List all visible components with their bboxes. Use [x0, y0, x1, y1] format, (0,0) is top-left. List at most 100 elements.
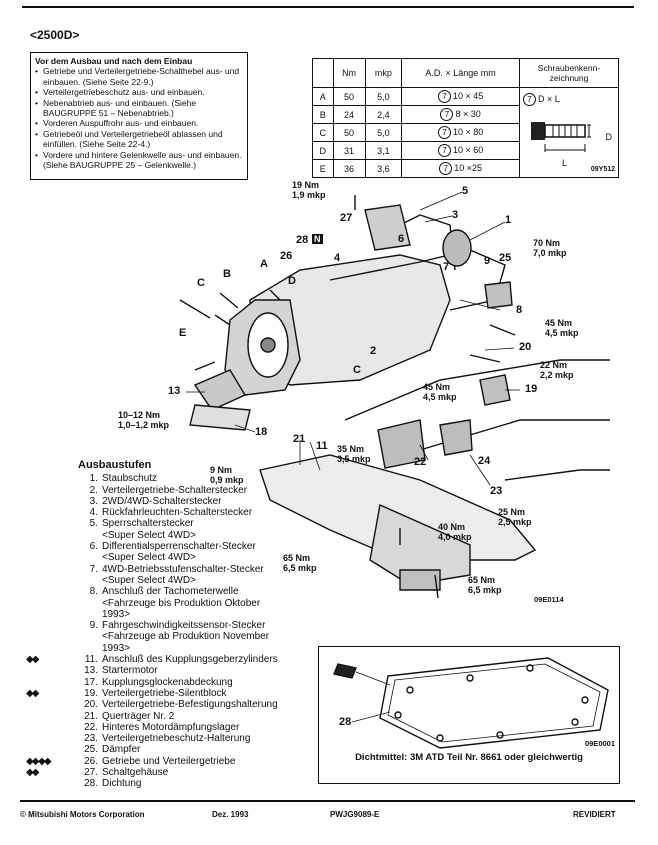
step-text: Differentialsperrenschalter-Stecker: [102, 541, 256, 553]
step-item: 17.Kupplungsglockenabdeckung: [78, 677, 318, 688]
part-number: 3: [452, 209, 459, 221]
part-label: A: [260, 258, 268, 270]
figure-code: 09E0114: [534, 595, 564, 604]
size-value: 10 × 60: [452, 145, 484, 155]
step-item: 3. 2WD/4WD-Schalterstecker: [78, 496, 318, 507]
torque-callout: 22 Nm 2,2 mkp: [540, 360, 574, 380]
step-item: ◆◆19.Verteilergetriebe-Silentblock: [26, 687, 318, 699]
part-number: 13: [168, 385, 181, 397]
step-text: Dichtung: [102, 778, 142, 790]
torque-callout: 65 Nm 6,5 mkp: [468, 575, 502, 595]
table-header-row: Nm mkp A.D. × Länge mm Schraubenkenn-zei…: [312, 58, 619, 88]
part-label: D: [288, 275, 296, 287]
step-text: <Super Select 4WD>: [102, 552, 196, 564]
step-number: 19.: [84, 687, 98, 699]
part-number: 21: [293, 433, 306, 445]
section-heading: <2500D>: [30, 28, 80, 42]
step-text: Verteilergetriebeschutz-Halterung: [102, 733, 251, 745]
step-item: ◆◆ 11. Anschluß des Kupplungsgeberzylinder…: [26, 654, 318, 666]
step-number: [78, 643, 98, 654]
bolt-diagram-icon: [531, 122, 591, 152]
part-number: 20: [519, 341, 532, 353]
step-item: 4. Rückfahrleuchten-Schalterstecker: [78, 507, 318, 518]
part-label: C: [353, 364, 361, 376]
part-number: 7: [443, 261, 450, 273]
step-number: 4.: [89, 507, 98, 519]
step-item: 6.Differentialsperrenschalter-Stecker: [78, 541, 318, 552]
step-number: 28.: [84, 778, 98, 790]
nm-value: 36: [332, 159, 366, 178]
notes-title: Vor dem Ausbau und nach dem Einbau: [35, 56, 193, 66]
step-number: 17.: [84, 676, 98, 688]
step-number: 11.: [84, 654, 98, 666]
step-number: 22.: [84, 721, 98, 733]
step-text: Dämpfer: [102, 744, 141, 756]
step-text: Hinteres Motordämpfungslager: [102, 721, 240, 733]
torque-callout: 70 Nm 7,0 mkp: [533, 238, 567, 258]
bolt-mark-icon: 7: [440, 108, 454, 121]
bolt-mark-icon: 7: [437, 90, 451, 103]
gasket-detail-box: 28 09E0001: [318, 646, 620, 784]
step-text: <Fahrzeuge ab Produktion November: [102, 631, 270, 643]
step-item: ◆◆ ◆◆26.Getriebe und Verteilergetriebe: [26, 756, 318, 767]
bolt-mark-icon: 7: [437, 144, 451, 157]
step-number: 2.: [89, 484, 98, 496]
top-rule: [22, 6, 634, 8]
step-number: [78, 552, 98, 563]
torque-callout: 65 Nm 6,5 mkp: [283, 553, 317, 573]
step-text: Querträger Nr. 2: [102, 710, 175, 722]
step-item: ◆◆27.Schaltgehäuse: [26, 767, 318, 778]
note-item: Getriebe und Verteilergetriebe-Schaltheb…: [35, 66, 243, 87]
note-item: Getriebeöl und Verteilergetriebeöl ablas…: [35, 129, 243, 150]
step-item: 25.Dämpfer: [78, 744, 318, 755]
step-item: 28. Dichtung: [78, 778, 318, 789]
torque-callout: 45 Nm 4,5 mkp: [545, 318, 579, 338]
step-number: [78, 609, 98, 620]
part-label: C: [197, 277, 205, 289]
part-number: 23: [490, 485, 503, 497]
step-number: 9.: [89, 620, 98, 632]
table-header: A.D. × Länge mm: [401, 58, 520, 88]
step-item: 1.Staubschutz: [78, 473, 318, 484]
step-number: 5.: [89, 518, 98, 530]
size-value: 8 × 30: [455, 109, 481, 119]
step-text: Startermotor: [102, 665, 158, 677]
step-item: 1993>: [78, 643, 318, 654]
reassembly-marker-icon: ◆◆: [26, 654, 39, 666]
step-text: Anschluß des Kupplungsgeberzylinders: [102, 654, 278, 666]
step-item: <Super Select 4WD>: [78, 575, 318, 586]
part-label: B: [223, 268, 231, 280]
part-number: 4: [334, 252, 341, 264]
footer-copyright: © Mitsubishi Motors Corporation: [20, 810, 145, 819]
step-number: [78, 530, 98, 541]
torque-callout: 9 Nm 0,9 mkp: [210, 465, 244, 485]
footer-rule: [20, 800, 635, 802]
step-number: 20.: [84, 699, 98, 711]
step-number: 3.: [89, 495, 98, 507]
size-value: 10 × 45: [452, 91, 484, 101]
footer-doc-number: PWJG9089-E: [330, 810, 380, 819]
footer-status: REVIDIERT: [573, 810, 616, 819]
step-text: 2WD/4WD-Schalterstecker: [102, 495, 222, 507]
part-number: 27: [340, 212, 353, 224]
step-text: <Fahrzeuge bis Produktion Oktober: [102, 597, 261, 609]
step-text: Verteilergetriebe-Silentblock: [102, 687, 227, 699]
step-text: Rückfahrleuchten-Schalterstecker: [102, 507, 253, 519]
step-item: <Fahrzeuge ab Produktion November: [78, 631, 318, 642]
part-number: 2: [370, 345, 377, 357]
bolt-mark-icon: 7: [439, 162, 453, 175]
step-item: <Super Select 4WD>: [78, 530, 318, 541]
step-item: <Super Select 4WD>: [78, 552, 318, 563]
torque-callout: 25 Nm 2,5 mkp: [498, 507, 532, 527]
step-item: 8.Anschluß der Tachometerwelle: [78, 586, 318, 597]
step-item: 21.Querträger Nr. 2: [78, 711, 318, 722]
footer-date: Dez. 1993: [212, 810, 249, 819]
step-text: Fahrgeschwindigkeitssensor-Stecker: [102, 620, 266, 632]
part-number: 28: [339, 716, 352, 728]
